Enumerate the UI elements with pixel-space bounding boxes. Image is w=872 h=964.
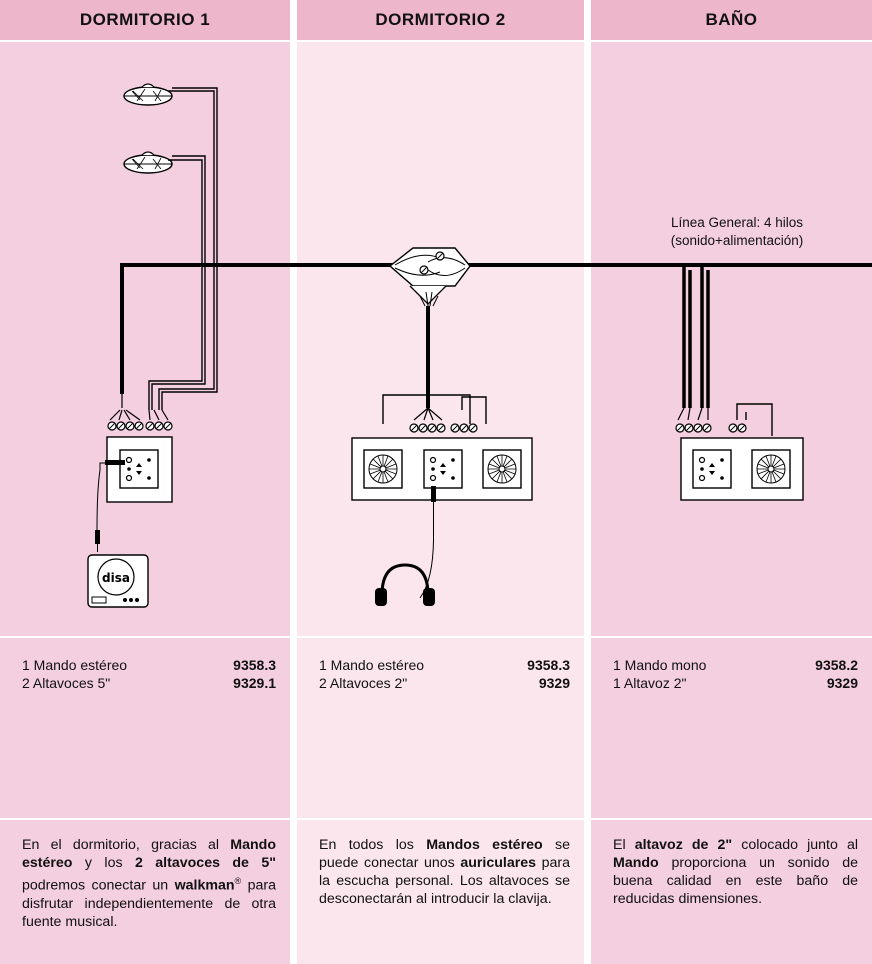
description-text: ® <box>234 876 242 886</box>
line-label-subtitle: (sonido+alimentación) <box>670 233 804 248</box>
divider <box>297 636 584 638</box>
column-title: DORMITORIO 1 <box>0 0 290 40</box>
description-text: y los <box>72 855 135 871</box>
divider <box>591 636 872 638</box>
component-list: 1 Mando mono 9358.2 1 Altavoz 2" 9329 <box>613 656 858 692</box>
terminal-block <box>409 423 478 433</box>
list-item: 1 Mando estéreo 9358.3 <box>319 656 570 674</box>
list-item: 1 Mando estéreo 9358.3 <box>22 656 276 674</box>
description-bold-text: auriculares <box>460 855 537 871</box>
divider <box>0 40 290 42</box>
column-dormitorio-2: DORMITORIO 2 1 Mando estéreo 9358.3 2 Alt… <box>297 0 584 964</box>
description: En el dormitorio, gracias al Mando estér… <box>22 836 276 931</box>
description: En todos los Mandos estéreo se puede con… <box>319 836 570 908</box>
item-label: 1 Mando estéreo <box>319 657 425 673</box>
list-item: 1 Mando mono 9358.2 <box>613 656 858 674</box>
item-label: 1 Mando estéreo <box>22 657 128 673</box>
divider <box>297 818 584 820</box>
headphones-icon <box>375 486 436 606</box>
description-bold-text: Mando <box>613 855 659 871</box>
terminal-block <box>107 421 173 431</box>
description-text: proporciona un sonido de buena calidad e… <box>613 855 858 907</box>
description-text: se puede conectar unos <box>319 837 570 871</box>
description-bold-text: 2 altavoces de 5" <box>134 855 276 871</box>
item-label: 2 Altavoces 2" <box>319 675 408 691</box>
description-bold-text: Mando estéreo <box>22 837 276 871</box>
item-label: 1 Altavoz 2" <box>613 675 687 691</box>
divider <box>0 636 290 638</box>
description-bold-text: Mandos estéreo <box>426 837 543 853</box>
terminal-block <box>675 423 747 433</box>
description-text: para la escucha personal. Los altavoces … <box>319 855 570 907</box>
column-title: BAÑO <box>591 0 872 40</box>
list-item: 1 Altavoz 2" 9329 <box>613 674 858 692</box>
line-label-title: Línea General: 4 hilos <box>670 215 804 230</box>
wiring-diagram: disa <box>87 83 872 608</box>
component-list: 1 Mando estéreo 9358.3 2 Altavoces 2" 9329 <box>319 656 570 692</box>
description-bold-text: walkman <box>174 877 235 894</box>
description-text: para disfrutar independientemente de otr… <box>22 877 276 930</box>
list-item: 2 Altavoces 5" 9329.1 <box>22 674 276 692</box>
description-text: En todos los <box>319 837 427 853</box>
column-title: DORMITORIO 2 <box>297 0 584 40</box>
item-code: 9329 <box>538 675 570 691</box>
column-bano: BAÑO 1 Mando mono 9358.2 1 Altavoz 2" 9329… <box>591 0 872 964</box>
item-code: 9329 <box>826 675 858 691</box>
wall-plate <box>351 437 533 501</box>
item-code: 9329.1 <box>233 675 276 691</box>
component-list: 1 Mando estéreo 9358.3 2 Altavoces 5" 9329… <box>22 656 276 692</box>
walkman-icon: disa <box>87 554 149 608</box>
junction-box <box>388 247 471 307</box>
list-item: 2 Altavoces 2" 9329 <box>319 674 570 692</box>
divider <box>0 818 290 820</box>
description-text: colocado junto al <box>732 837 858 853</box>
description-text: podremos conectar un <box>22 877 175 894</box>
divider <box>297 40 584 42</box>
description-bold-text: altavoz de 2" <box>634 837 733 853</box>
brand-label: disa <box>102 571 130 585</box>
wall-plate <box>680 437 804 501</box>
ceiling-speaker <box>123 151 173 174</box>
bus-line <box>120 263 872 394</box>
description: El altavoz de 2" colocado junto al Mando… <box>613 836 858 908</box>
item-code: 9358.2 <box>815 657 858 673</box>
description-text: El <box>613 837 635 853</box>
audio-cable <box>95 460 125 552</box>
item-label: 2 Altavoces 5" <box>22 675 111 691</box>
description-text: En el dormitorio, gracias al <box>22 837 231 853</box>
item-label: 1 Mando mono <box>613 657 707 673</box>
item-code: 9358.3 <box>233 657 276 673</box>
ceiling-speaker <box>123 83 173 106</box>
item-code: 9358.3 <box>527 657 570 673</box>
divider <box>591 40 872 42</box>
wall-plate <box>106 436 173 503</box>
line-label: Línea General: 4 hilos (sonido+alimentac… <box>617 214 857 250</box>
divider <box>591 818 872 820</box>
